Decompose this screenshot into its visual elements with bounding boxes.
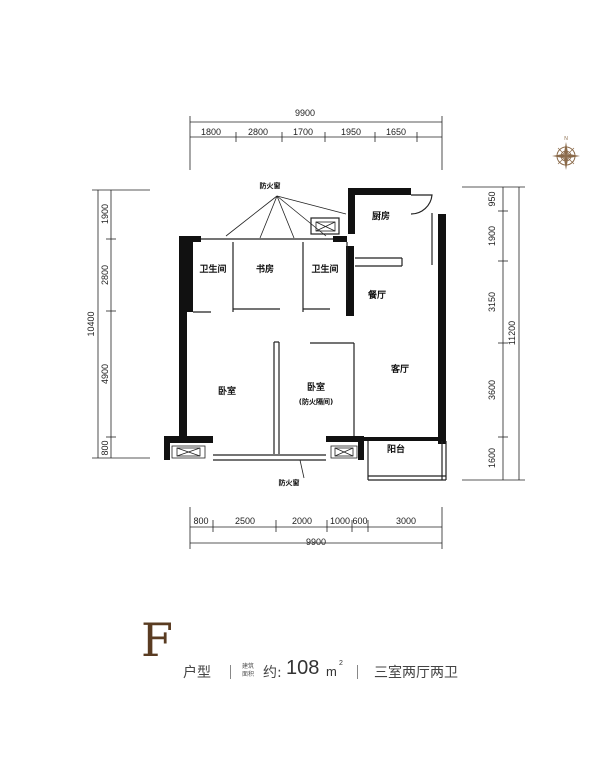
top-dim-2: 2800 xyxy=(248,127,268,137)
right-dim-4: 3600 xyxy=(487,380,497,400)
left-dim-3: 4900 xyxy=(100,364,110,384)
right-total-label: 11200 xyxy=(507,321,517,345)
room-bath-right: 卫生间 xyxy=(311,263,338,275)
right-dim-5: 1600 xyxy=(487,448,497,468)
top-dimension-group xyxy=(189,116,443,170)
area-approx-label: 约: xyxy=(263,665,282,681)
room-bedroom-right-note: (防火隔间) xyxy=(299,397,333,406)
right-dim-3: 3150 xyxy=(487,292,497,312)
top-dim-5: 1650 xyxy=(386,127,406,137)
left-total-label: 10400 xyxy=(86,311,96,336)
bottom-dimension-group xyxy=(189,507,443,549)
bottom-dim-6: 3000 xyxy=(396,516,416,526)
left-dim-4: 800 xyxy=(100,440,110,455)
area-tag-line1: 建筑 xyxy=(242,663,255,670)
room-bedroom-right: 卧室 xyxy=(307,381,325,393)
area-tag-line2: 面积 xyxy=(242,671,255,678)
room-study: 书房 xyxy=(256,263,274,275)
right-dim-1: 950 xyxy=(487,191,497,206)
bottom-dim-2: 2500 xyxy=(235,516,255,526)
fire-window-top-label: 防火窗 xyxy=(260,181,281,190)
room-dining: 餐厅 xyxy=(367,289,386,301)
left-dim-1: 1900 xyxy=(100,204,110,224)
ac-unit-top xyxy=(315,221,336,232)
unit-type-letter: F xyxy=(141,613,173,667)
caption-separator-1 xyxy=(230,665,231,679)
floor-plan: 9900 1800 2800 1700 1950 1650 800 2500 2… xyxy=(86,108,580,549)
area-unit-sup: 2 xyxy=(339,660,343,667)
room-kitchen: 厨房 xyxy=(372,210,390,222)
top-dim-3: 1700 xyxy=(293,127,313,137)
left-dimension-group xyxy=(92,189,150,459)
bottom-dim-4: 1000 xyxy=(330,516,350,526)
fire-window-bottom-label: 防火窗 xyxy=(279,478,300,487)
right-dim-2: 1900 xyxy=(487,226,497,246)
thick-walls xyxy=(164,188,446,460)
area-tag: 建筑 面积 xyxy=(242,663,254,679)
caption-separator-2 xyxy=(357,665,358,679)
thin-walls xyxy=(193,194,447,481)
room-bath-left: 卫生间 xyxy=(199,263,226,275)
right-dimension-group xyxy=(462,186,525,481)
bottom-total-label: 9900 xyxy=(306,537,326,547)
bottom-dim-1: 800 xyxy=(193,516,208,526)
ac-unit-bottom-right xyxy=(330,445,358,459)
top-total-label: 9900 xyxy=(295,108,315,118)
room-living: 客厅 xyxy=(390,363,409,375)
top-dim-1: 1800 xyxy=(201,127,221,137)
area-unit: m xyxy=(326,664,337,679)
ac-unit-bottom-left xyxy=(171,445,206,459)
left-dim-2: 2800 xyxy=(100,265,110,285)
bottom-dim-3: 2000 xyxy=(292,516,312,526)
unit-type-label: 户型 xyxy=(183,665,211,681)
svg-text:N: N xyxy=(564,136,568,142)
room-bedroom-left: 卧室 xyxy=(218,385,236,397)
room-count-label: 三室两厅两卫 xyxy=(374,665,458,681)
compass-rose-icon: N xyxy=(552,136,580,170)
area-value: 108 xyxy=(286,657,320,679)
bottom-dim-5: 600 xyxy=(352,516,367,526)
fire-window-leader-bottom xyxy=(299,459,305,479)
fire-window-leader-top xyxy=(225,195,347,239)
top-dim-4: 1950 xyxy=(341,127,361,137)
room-balcony: 阳台 xyxy=(387,443,405,455)
